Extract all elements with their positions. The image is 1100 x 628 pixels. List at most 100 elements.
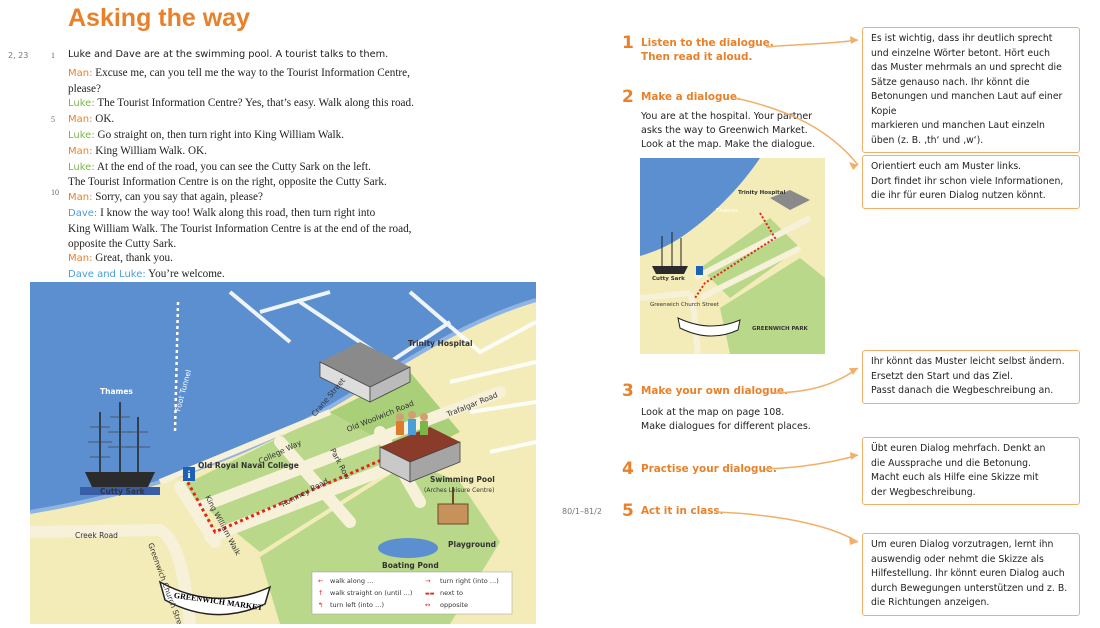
task-number: 2	[622, 87, 634, 107]
legend-text: next to	[440, 589, 463, 597]
hint-line: die Richtungen anzeigen.	[871, 597, 990, 608]
legend-symbol: ↰	[318, 601, 323, 609]
speaker-label: Luke:	[68, 98, 95, 110]
task-text-line: Look at the map. Make the dialogue.	[641, 139, 816, 150]
legend-symbol: ←	[318, 577, 324, 585]
small-greenwich-map: Trinity Hospital Thames Cutty Sark GREEN…	[640, 158, 825, 354]
hint-line: die ihr für euren Dialog nutzen könnt.	[871, 190, 1046, 201]
dialogue-line: Man: Great, thank you.	[68, 251, 468, 267]
swimming-pool-illustration	[379, 427, 461, 483]
trinity-hospital-label: Trinity Hospital	[408, 339, 473, 348]
speaker-label: Man:	[68, 67, 93, 79]
boating-pond-water	[378, 538, 438, 558]
speech-text: Great, thank you.	[95, 252, 173, 265]
dialogue-line: Man: Excuse me, can you tell me the way …	[68, 66, 468, 82]
speaker-label: Luke:	[68, 129, 95, 141]
hint-line: Orientiert euch am Muster links.	[871, 161, 1022, 172]
hint-line: Um euren Dialog vorzutragen, lernt ihn	[871, 539, 1054, 550]
task-number: 3	[622, 381, 634, 401]
page-title: Asking the way	[68, 4, 250, 32]
hint-line: Dort findet ihr schon viele Informatione…	[871, 175, 1064, 187]
hint-line: Es ist wichtig, dass ihr deutlich sprech…	[871, 33, 1053, 44]
dialogue-line: King William Walk. The Tourist Informati…	[68, 222, 468, 237]
speaker-label: Man:	[68, 192, 93, 204]
legend-text: walk along …	[330, 577, 374, 585]
hint-box-4: Übt euren Dialog mehrfach. Denkt an die …	[862, 437, 1080, 505]
swimming-pool-label: Swimming Pool	[430, 475, 495, 484]
task-title: Listen to the dialogue. Then read it alo…	[641, 36, 774, 64]
speech-text: You’re welcome.	[148, 268, 225, 281]
hint-box-5: Um euren Dialog vorzutragen, lernt ihn a…	[862, 533, 1080, 616]
trinity-hospital-small-illustration	[770, 190, 810, 210]
speech-text: I know the way too! Walk along this road…	[100, 206, 376, 219]
task-title: Practise your dialogue.	[641, 463, 777, 475]
task-text-line: You are at the hospital. Your partner	[641, 111, 813, 122]
dialogue-line: opposite the Cutty Sark.	[68, 237, 468, 252]
audio-track-reference: 80/1–81/2	[562, 507, 602, 516]
audio-track-reference: 2, 23	[8, 51, 29, 60]
dialogue-line: Luke: The Tourist Information Centre? Ye…	[68, 96, 468, 112]
hint-line: Passt danach die Wegbeschreibung an.	[871, 385, 1054, 396]
speech-text: The Tourist Information Centre is on the…	[68, 176, 387, 189]
speech-text: Excuse me, can you tell me the way to th…	[95, 66, 410, 79]
task-title: Make your own dialogue.	[641, 385, 788, 397]
task-title-line: Then read it aloud.	[641, 51, 753, 63]
task-number: 4	[622, 459, 634, 479]
speaker-label: Luke:	[68, 161, 95, 173]
thames-small-label: Thames	[715, 208, 738, 214]
speech-text: King William Walk. OK.	[95, 144, 207, 157]
speaker-label: Dave:	[68, 207, 98, 219]
task-text: You are at the hospital. Your partner as…	[641, 110, 815, 152]
speech-text: OK.	[95, 113, 115, 126]
cutty-sark-label: Cutty Sark	[100, 487, 146, 496]
hint-box-2: Orientiert euch am Muster links. Dort fi…	[862, 155, 1080, 209]
cutty-sark-illustration	[80, 402, 160, 495]
dialogue-line: Luke: Go straight on, then turn right in…	[68, 128, 468, 144]
hint-line: Übt euren Dialog mehrfach. Denkt an	[871, 443, 1046, 454]
hint-line: Sätze genauso nach. Ihr könnt die	[871, 76, 1030, 88]
greenwich-church-street-small-label: Greenwich Church Street	[650, 302, 720, 308]
dialogue-text: Luke and Dave are at the swimming pool. …	[68, 48, 468, 283]
task-title: Make a dialogue.	[641, 91, 741, 103]
dialogue-line: Man: OK.	[68, 112, 468, 128]
dialogue-line: Luke: At the end of the road, you can se…	[68, 160, 468, 176]
dialogue-line: Dave and Luke: You’re welcome.	[68, 267, 468, 283]
hint-line: Ersetzt den Start und das Ziel.	[871, 370, 1013, 382]
hint-line: die Aussprache und die Betonung.	[871, 457, 1031, 469]
hint-line: Hilfestellung. Ihr könnt euren Dialog au…	[871, 568, 1065, 579]
speaker-label: Man:	[68, 145, 93, 157]
legend-text: opposite	[440, 601, 468, 609]
people-illustration	[396, 411, 428, 435]
hint-line: Ihr könnt das Muster leicht selbst änder…	[871, 356, 1065, 367]
map-legend: ← walk along … ↑ walk straight on (until…	[311, 571, 513, 615]
info-icon	[183, 467, 195, 481]
thames-label: Thames	[100, 387, 133, 396]
hint-line: Betonungen und manchen Laut auf einer Ko…	[871, 91, 1063, 117]
speaker-label: Man:	[68, 114, 93, 126]
speaker-label: Man:	[68, 253, 93, 265]
hint-box-1: Es ist wichtig, dass ihr deutlich sprech…	[862, 27, 1080, 153]
task-number: 1	[622, 33, 634, 53]
speaker-label: Dave and Luke:	[68, 269, 146, 281]
legend-symbol: ↔	[425, 601, 431, 609]
hint-box-3: Ihr könnt das Muster leicht selbst änder…	[862, 350, 1080, 404]
playground-label: Playground	[448, 540, 496, 549]
greenwich-park-label: GREENWICH PARK	[752, 326, 809, 332]
legend-symbol: ▬▬	[425, 591, 435, 597]
trinity-hospital-illustration	[319, 342, 411, 403]
speech-text: At the end of the road, you can see the …	[96, 160, 371, 173]
legend-symbol: →	[425, 577, 431, 585]
task-text-line: asks the way to Greenwich Market.	[641, 125, 808, 136]
creek-road-label: Creek Road	[75, 531, 118, 540]
dialogue-intro: Luke and Dave are at the swimming pool. …	[68, 49, 389, 60]
line-number: 1	[51, 51, 55, 60]
boating-pond-label: Boating Pond	[382, 561, 439, 570]
dialogue-line: Man: King William Walk. OK.	[68, 144, 468, 160]
cutty-sark-small-label: Cutty Sark	[652, 276, 685, 282]
legend-symbol: ↑	[318, 589, 323, 597]
dialogue-line: please?	[68, 82, 468, 97]
task-text-line: Make dialogues for different places.	[641, 421, 811, 432]
playground-illustration	[437, 487, 469, 525]
hint-line: üben (z. B. ‚th‘ und ‚w‘).	[871, 134, 984, 146]
speech-text: Sorry, can you say that again, please?	[95, 191, 263, 204]
